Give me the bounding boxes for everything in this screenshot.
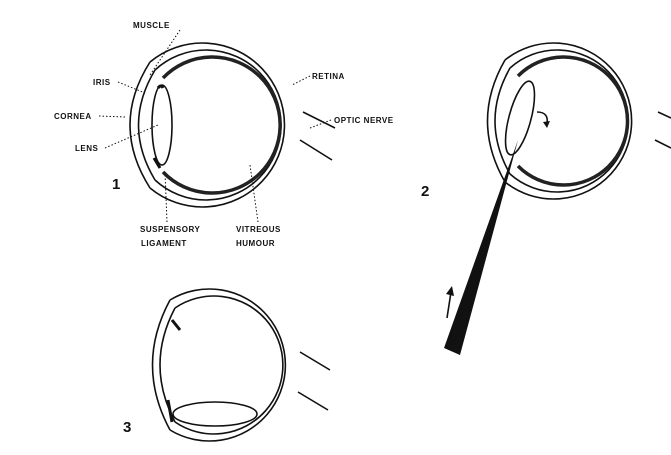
surgical-needle: [444, 140, 518, 355]
fallen-lens: [172, 401, 258, 427]
cornea: [486, 59, 506, 183]
cornea: [129, 61, 151, 189]
optic-nerve: [299, 111, 336, 161]
sclera-inner: [154, 49, 282, 201]
up-arrow-icon: [446, 291, 452, 319]
eye-3: 3: [123, 288, 331, 442]
label-suspensory: SUSPENSORY: [140, 225, 200, 234]
label-retina: RETINA: [312, 72, 345, 81]
label-vitreous: VITREOUS: [236, 225, 281, 234]
label-iris: IRIS: [93, 78, 111, 87]
label-ligament: LIGAMENT: [141, 239, 187, 248]
figure-number-3: 3: [123, 419, 131, 436]
iris: [152, 84, 165, 169]
sclera-outer: [149, 42, 286, 208]
label-cornea: CORNEA: [54, 112, 92, 121]
label-muscle: MUSCLE: [133, 21, 170, 30]
label-optic-nerve: OPTIC NERVE: [334, 116, 394, 125]
eye-1: 1 MUSCLE IRIS CORNEA LENS RETINA OPTIC N…: [54, 21, 394, 248]
dislocated-lens: [504, 80, 536, 156]
eye-2: 2: [421, 42, 671, 355]
lens: [151, 84, 173, 166]
label-lens: LENS: [75, 144, 99, 153]
label-humour: HUMOUR: [236, 239, 275, 248]
cornea: [151, 299, 171, 431]
figure-number-2: 2: [421, 183, 429, 200]
retina: [161, 55, 282, 195]
figure-number-1: 1: [112, 176, 120, 193]
